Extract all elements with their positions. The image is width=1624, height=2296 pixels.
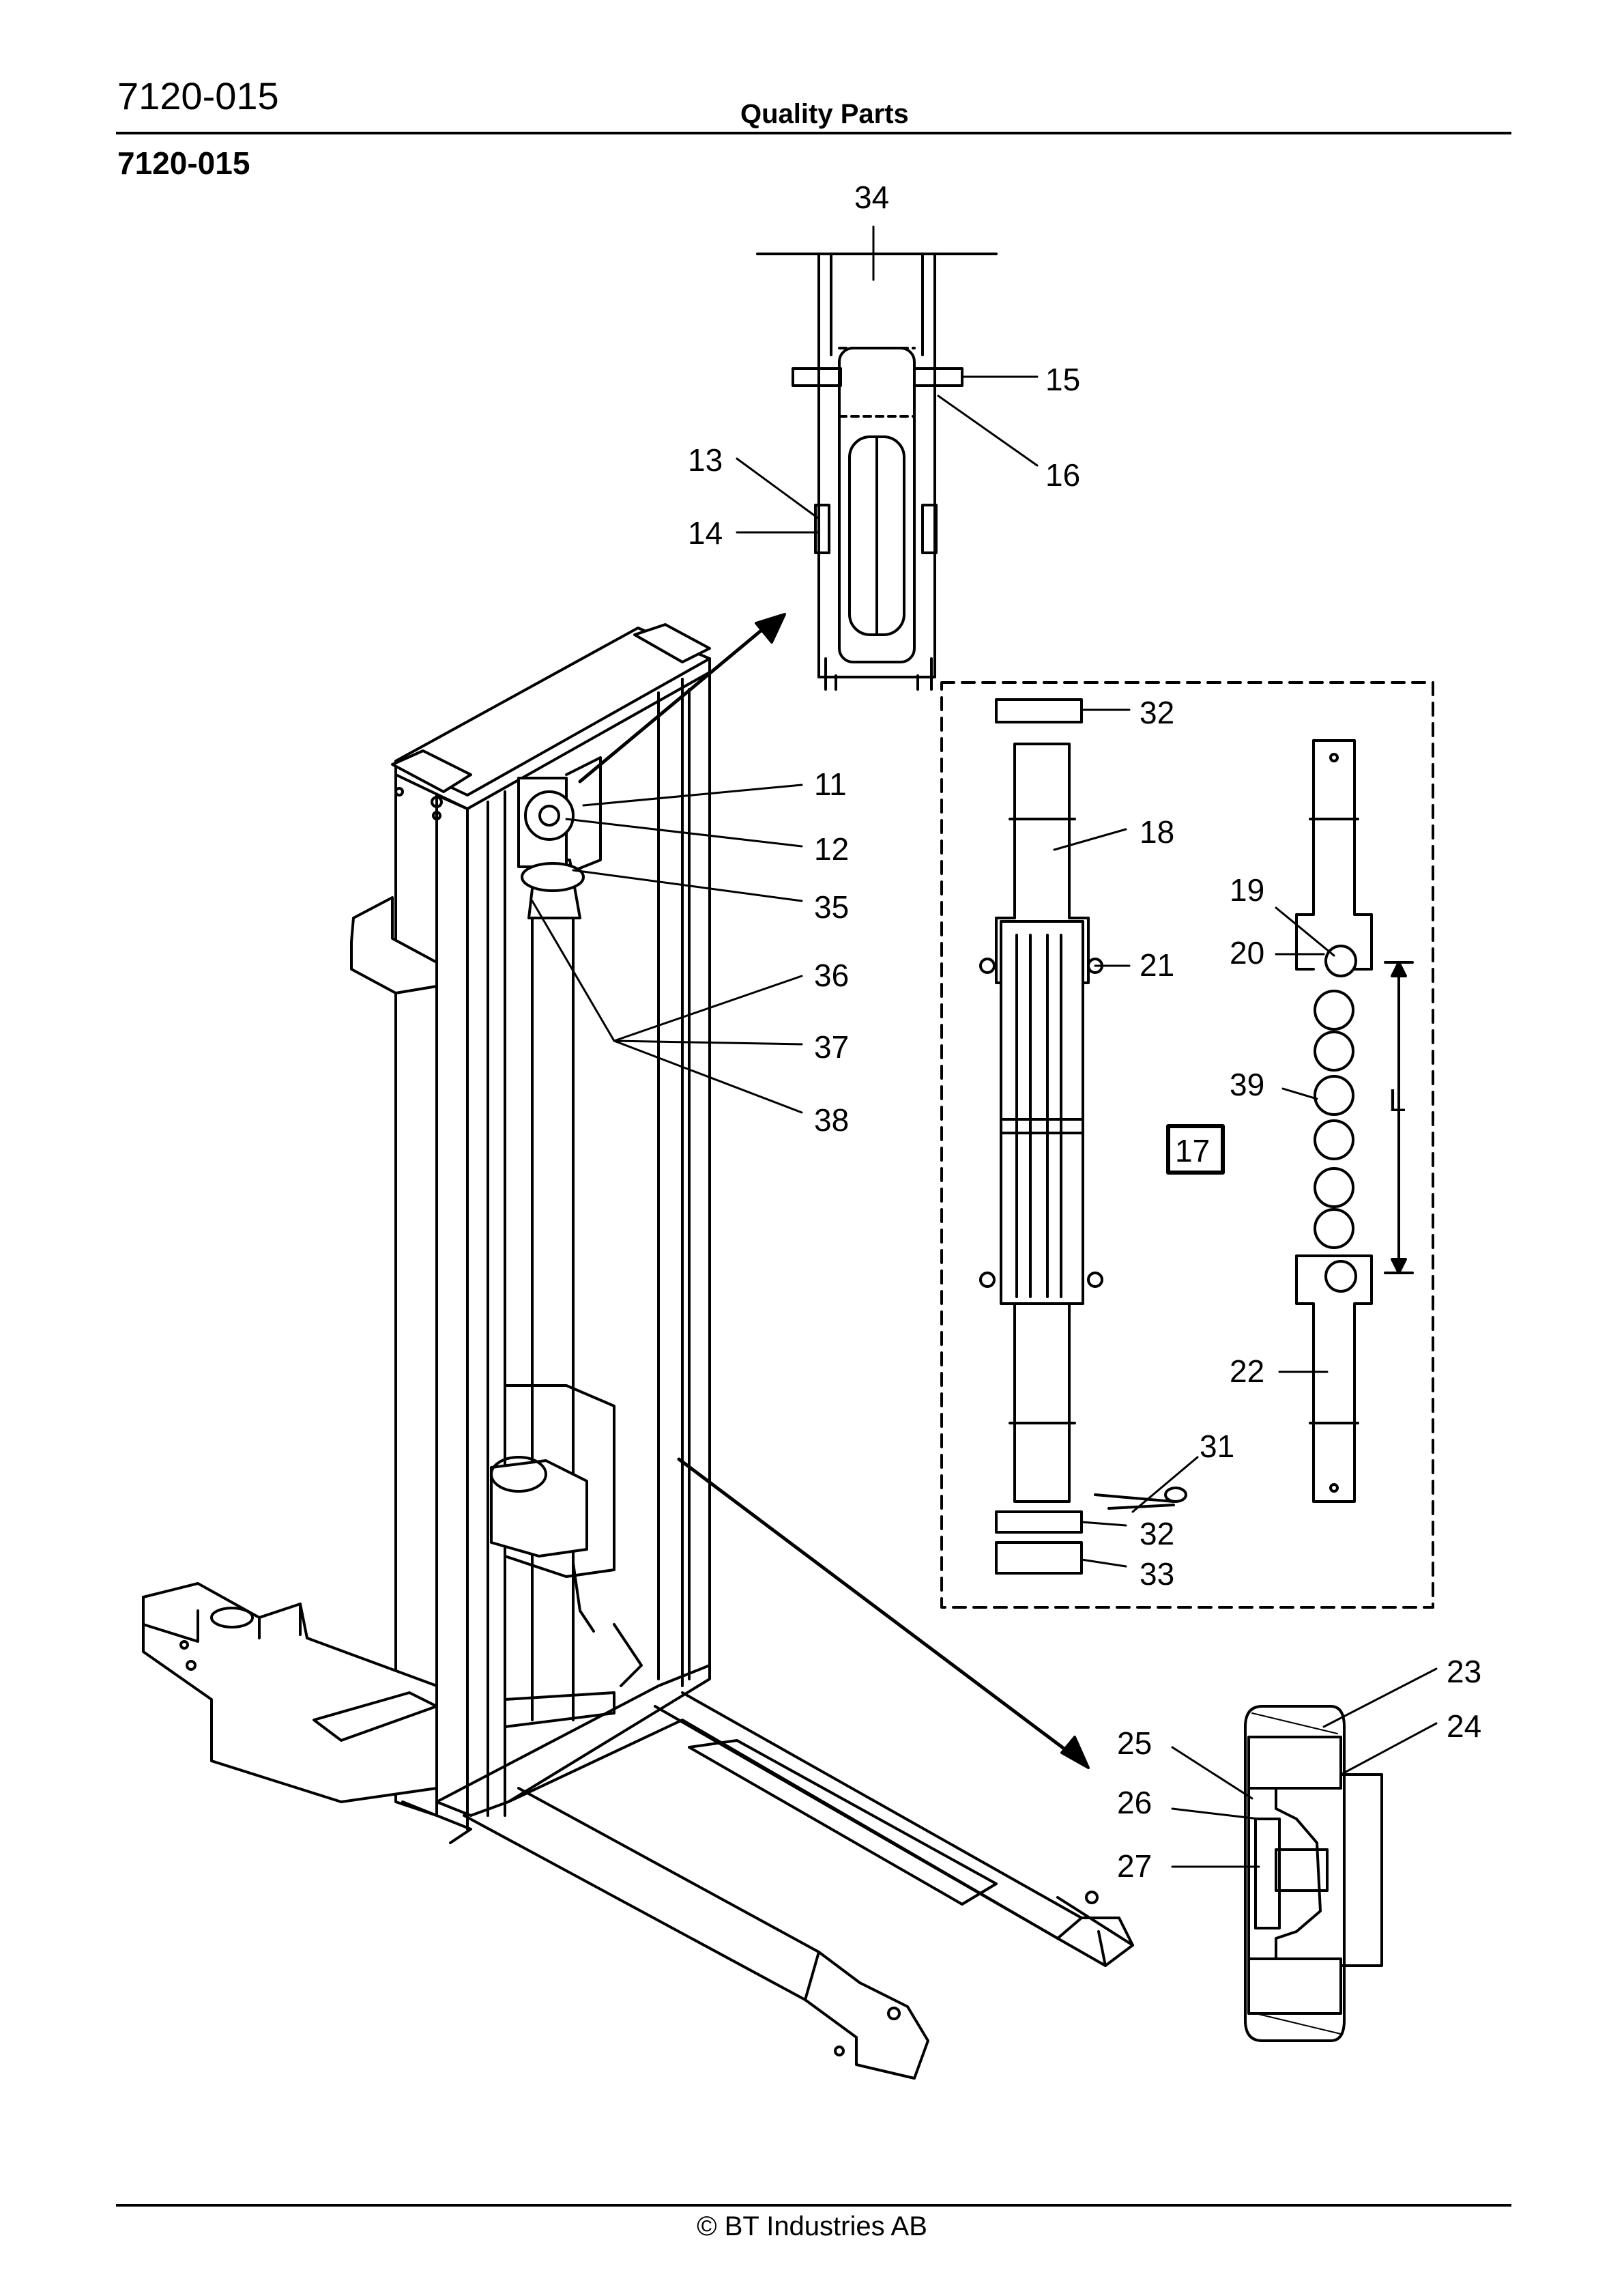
footer-rule	[116, 2204, 1511, 2207]
callout-20: 20	[1230, 935, 1264, 971]
callout-32-bottom: 32	[1140, 1516, 1174, 1551]
chain-links	[1314, 990, 1354, 1249]
callout-17: 17	[1175, 1133, 1210, 1168]
leader-lines	[531, 225, 1438, 1868]
header-title: Quality Parts	[740, 99, 909, 129]
callout-35: 35	[814, 889, 849, 925]
callout-31: 31	[1200, 1429, 1234, 1464]
pulley-detail	[756, 253, 998, 691]
callout-19: 19	[1230, 872, 1264, 908]
callout-33: 33	[1140, 1556, 1174, 1592]
callout-11: 11	[814, 766, 847, 802]
callout-26: 26	[1117, 1785, 1152, 1820]
callout-27: 27	[1117, 1848, 1152, 1884]
callout-36: 36	[814, 958, 849, 993]
callout-13: 13	[688, 442, 723, 478]
callout-25: 25	[1117, 1725, 1152, 1761]
dimension-L: L	[1389, 1082, 1406, 1118]
callout-37: 37	[814, 1029, 849, 1065]
header-rule	[116, 132, 1511, 134]
document-code: 7120-015	[117, 74, 279, 117]
wheel-section-detail	[1244, 1705, 1383, 2042]
callout-23: 23	[1447, 1654, 1481, 1689]
callout-39: 39	[1230, 1067, 1264, 1102]
chain-assembly-inset	[940, 681, 1434, 1609]
callout-22: 22	[1230, 1353, 1264, 1389]
footer-copyright: © BT Industries AB	[697, 2211, 927, 2241]
callout-14: 14	[688, 515, 723, 551]
callout-15: 15	[1045, 362, 1080, 397]
callout-21: 21	[1140, 947, 1174, 983]
callout-32-top: 32	[1140, 695, 1174, 730]
callout-labels: 34 15 16 13 14 11 12 35 36 37 38 32 18 2…	[688, 180, 1481, 1884]
drawing-code: 7120-015	[117, 145, 250, 181]
callout-18: 18	[1140, 814, 1174, 850]
callout-34: 34	[854, 180, 889, 215]
callout-12: 12	[814, 831, 849, 867]
callout-24: 24	[1447, 1708, 1481, 1744]
stacker-illustration	[142, 613, 1134, 2080]
callout-38: 38	[814, 1102, 849, 1138]
callout-16: 16	[1045, 457, 1080, 493]
